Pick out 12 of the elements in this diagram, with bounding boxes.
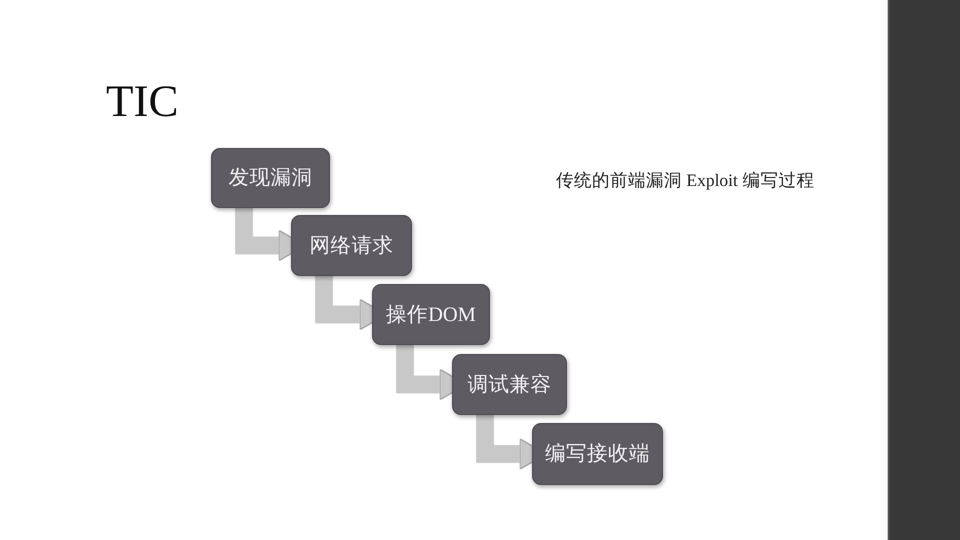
process-box bbox=[452, 354, 567, 415]
step-label: 网络请求 bbox=[310, 234, 394, 258]
diagram-caption: 传统的前端漏洞 Exploit 编写过程 bbox=[556, 169, 814, 191]
process-box bbox=[532, 423, 663, 485]
process-box bbox=[372, 284, 490, 345]
process-box bbox=[291, 215, 412, 276]
step-label: 编写接收端 bbox=[545, 442, 650, 467]
step-label: 发现漏洞 bbox=[228, 166, 312, 191]
process-box bbox=[211, 148, 330, 208]
slide-title: TIC bbox=[106, 75, 178, 127]
step-label: 操作DOM bbox=[386, 302, 476, 328]
step-label: 调试兼容 bbox=[468, 372, 552, 398]
